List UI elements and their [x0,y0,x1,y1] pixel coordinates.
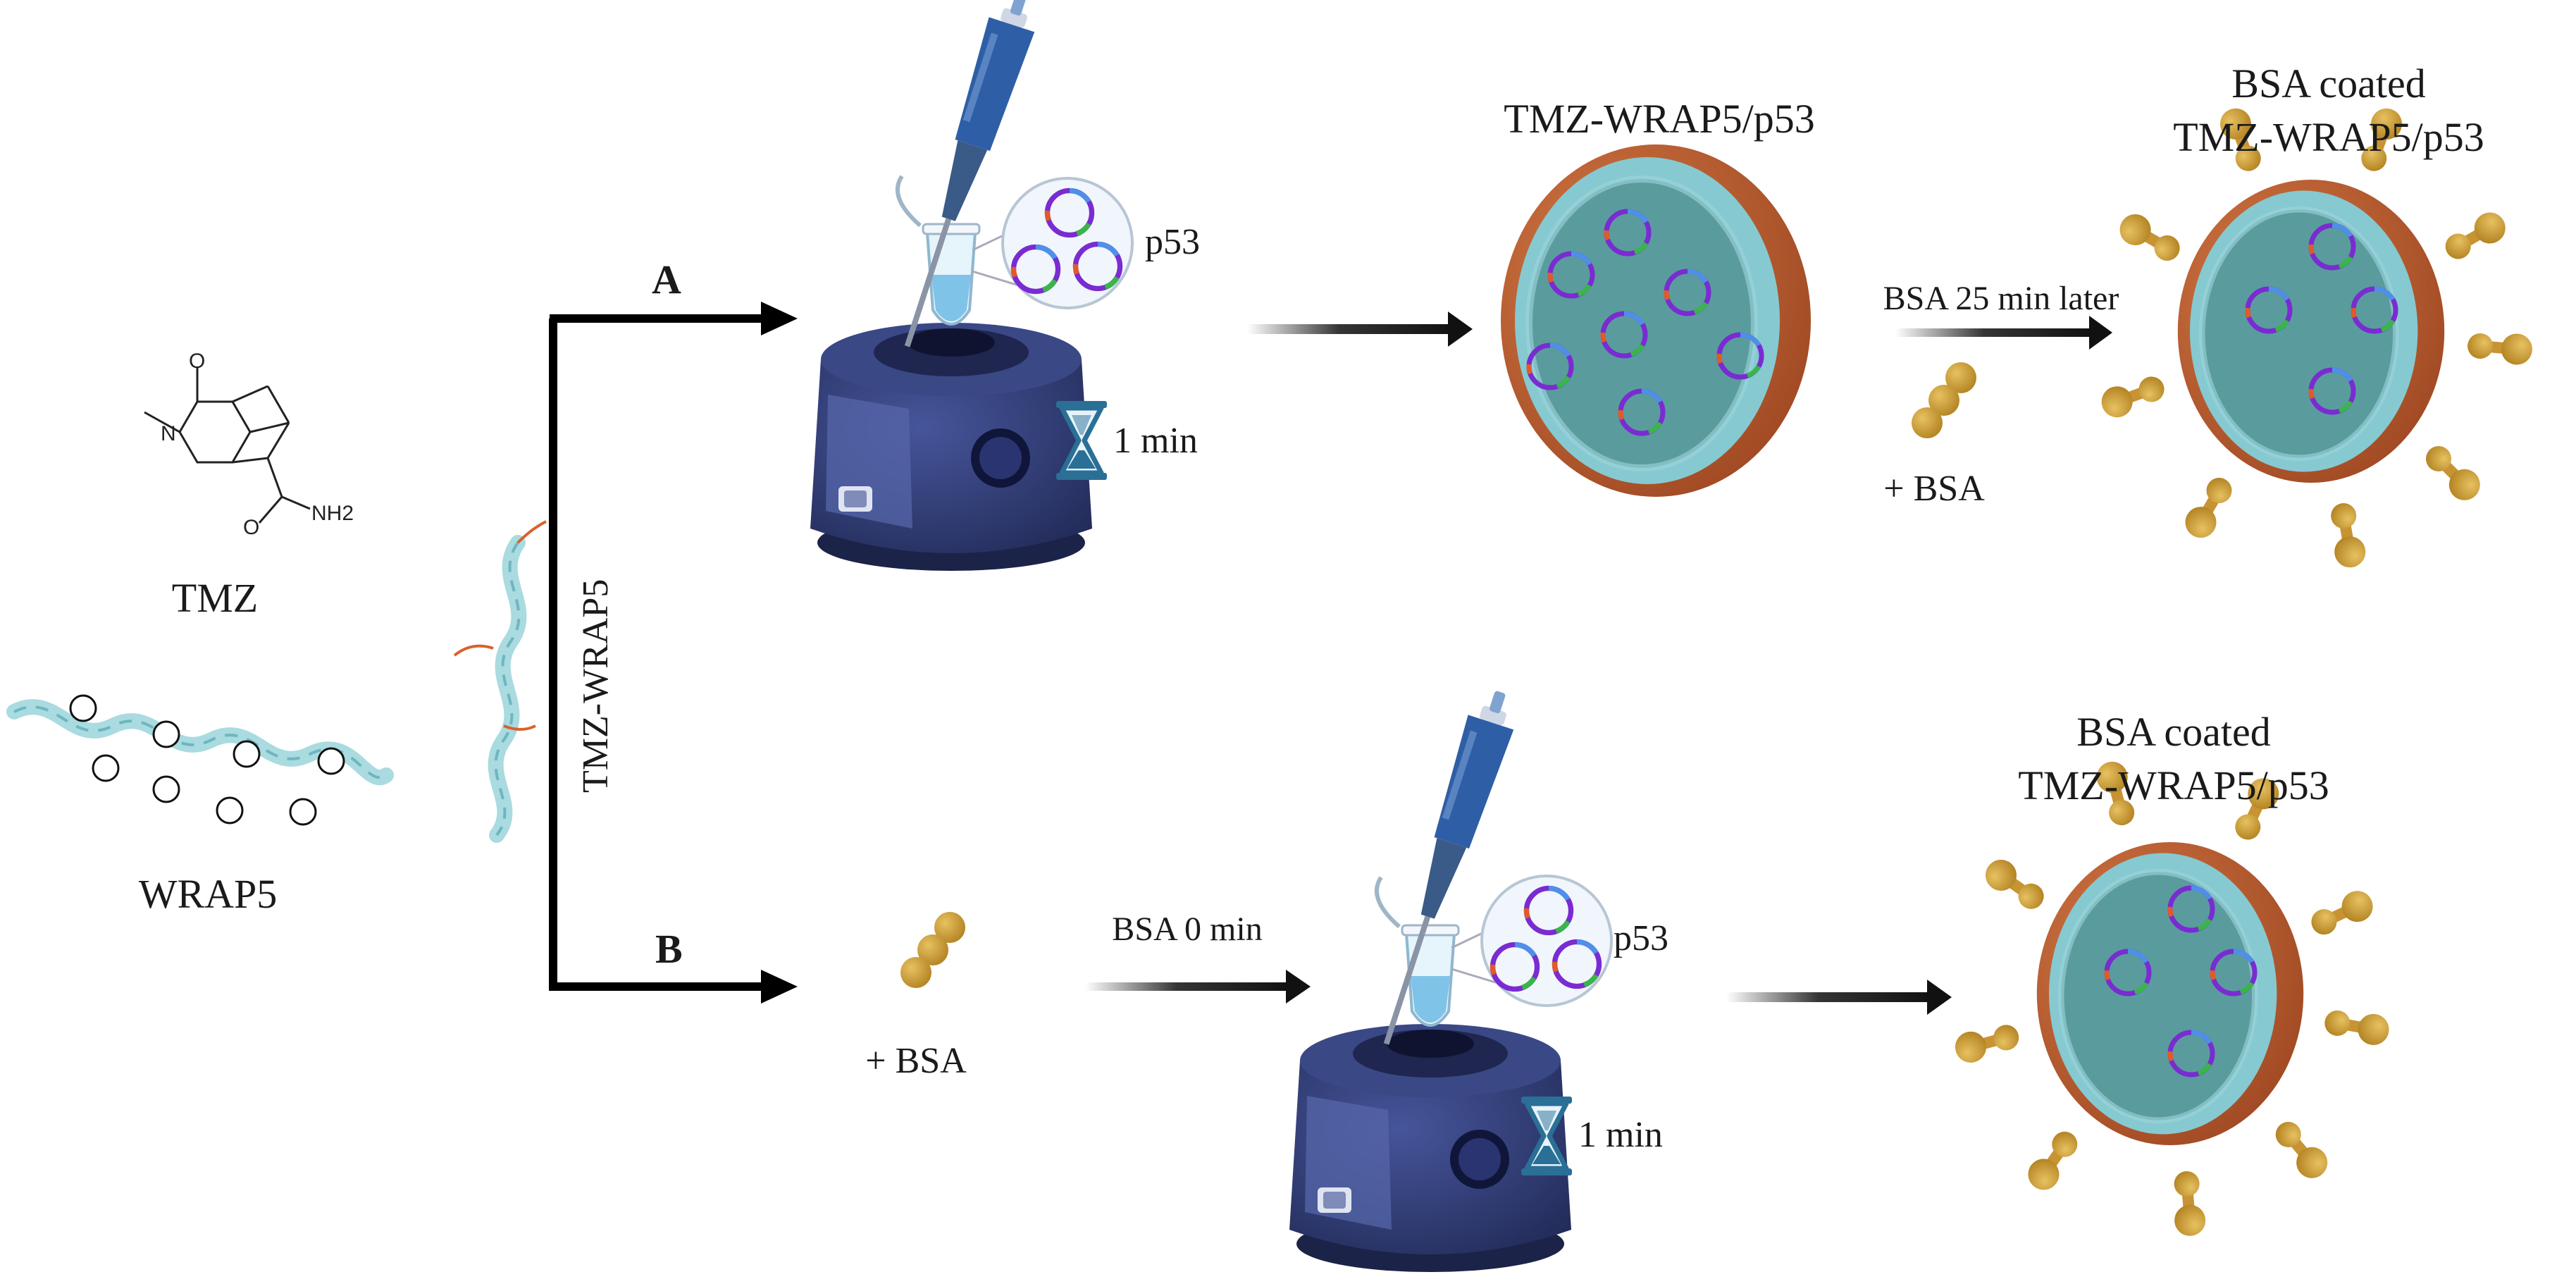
wrap5-charges [69,694,345,826]
label-plus-bsa-b: + BSA [865,1041,967,1081]
label-coated-b-line1: BSA coated [2076,709,2271,755]
label-bsa-step-a: BSA 25 min later [1883,280,2119,317]
branch-b-arrowhead [761,970,798,1004]
label-coated-a-line2: TMZ-WRAP5/p53 [2173,114,2484,160]
arrow-bsa-0-head [1286,970,1311,1004]
label-wrap5: WRAP5 [138,871,278,917]
arrow-bsa-25 [1895,328,2093,337]
label-p53-b: p53 [1614,918,1668,958]
label-p53-a: p53 [1145,222,1200,262]
label-coated-a-line1: BSA coated [2231,61,2426,106]
arrow-b-head [1927,980,1952,1015]
label-branch-a: A [652,257,681,302]
arrow-bsa-0 [1085,982,1289,991]
tmz-atom-n: N [161,422,176,445]
label-coated-b-line2: TMZ-WRAP5/p53 [2018,763,2329,808]
label-bsa-step-b: BSA 0 min [1112,910,1263,948]
tmz-atom-labels: O N O NH2 [161,350,354,539]
coated-nanoparticle-b-icon [1952,758,2392,1237]
branch-bracket [549,314,761,991]
bsa-protein-a-icon [1912,362,1976,438]
nanoparticle-a-icon [1501,144,1811,497]
arrow-b-to-particle [1726,992,1931,1002]
coated-nanoparticle-a-icon [2097,104,2534,570]
plasmid-bubble-b [1451,875,1613,1007]
tmz-atom-o2: O [243,516,259,539]
tmz-atom-nh2: NH2 [311,502,354,525]
arrow-a-to-particle [1247,324,1451,334]
label-tmz-wrap5-vertical: TMZ-WRAP5 [576,579,616,793]
plasmid-bubble-a [972,177,1134,309]
label-plus-bsa-a: + BSA [1883,469,1985,509]
label-branch-b: B [655,926,683,972]
branch-a-arrowhead [761,302,798,335]
label-product-a: TMZ-WRAP5/p53 [1504,96,1815,142]
label-time-b: 1 min [1578,1115,1663,1155]
tmz-atom-o: O [189,350,205,373]
label-time-a: 1 min [1113,421,1198,461]
arrow-a-head [1448,311,1473,347]
vortex-mixer-b-icon [1289,1024,1571,1272]
arrow-bsa-25-head [2089,316,2112,350]
vortex-mixer-a-icon [810,323,1092,571]
label-tmz: TMZ [171,575,259,621]
bsa-protein-b-icon [900,912,965,988]
tmz-wrap5-helix-icon [453,520,547,843]
tmz-molecule-icon [144,366,311,524]
